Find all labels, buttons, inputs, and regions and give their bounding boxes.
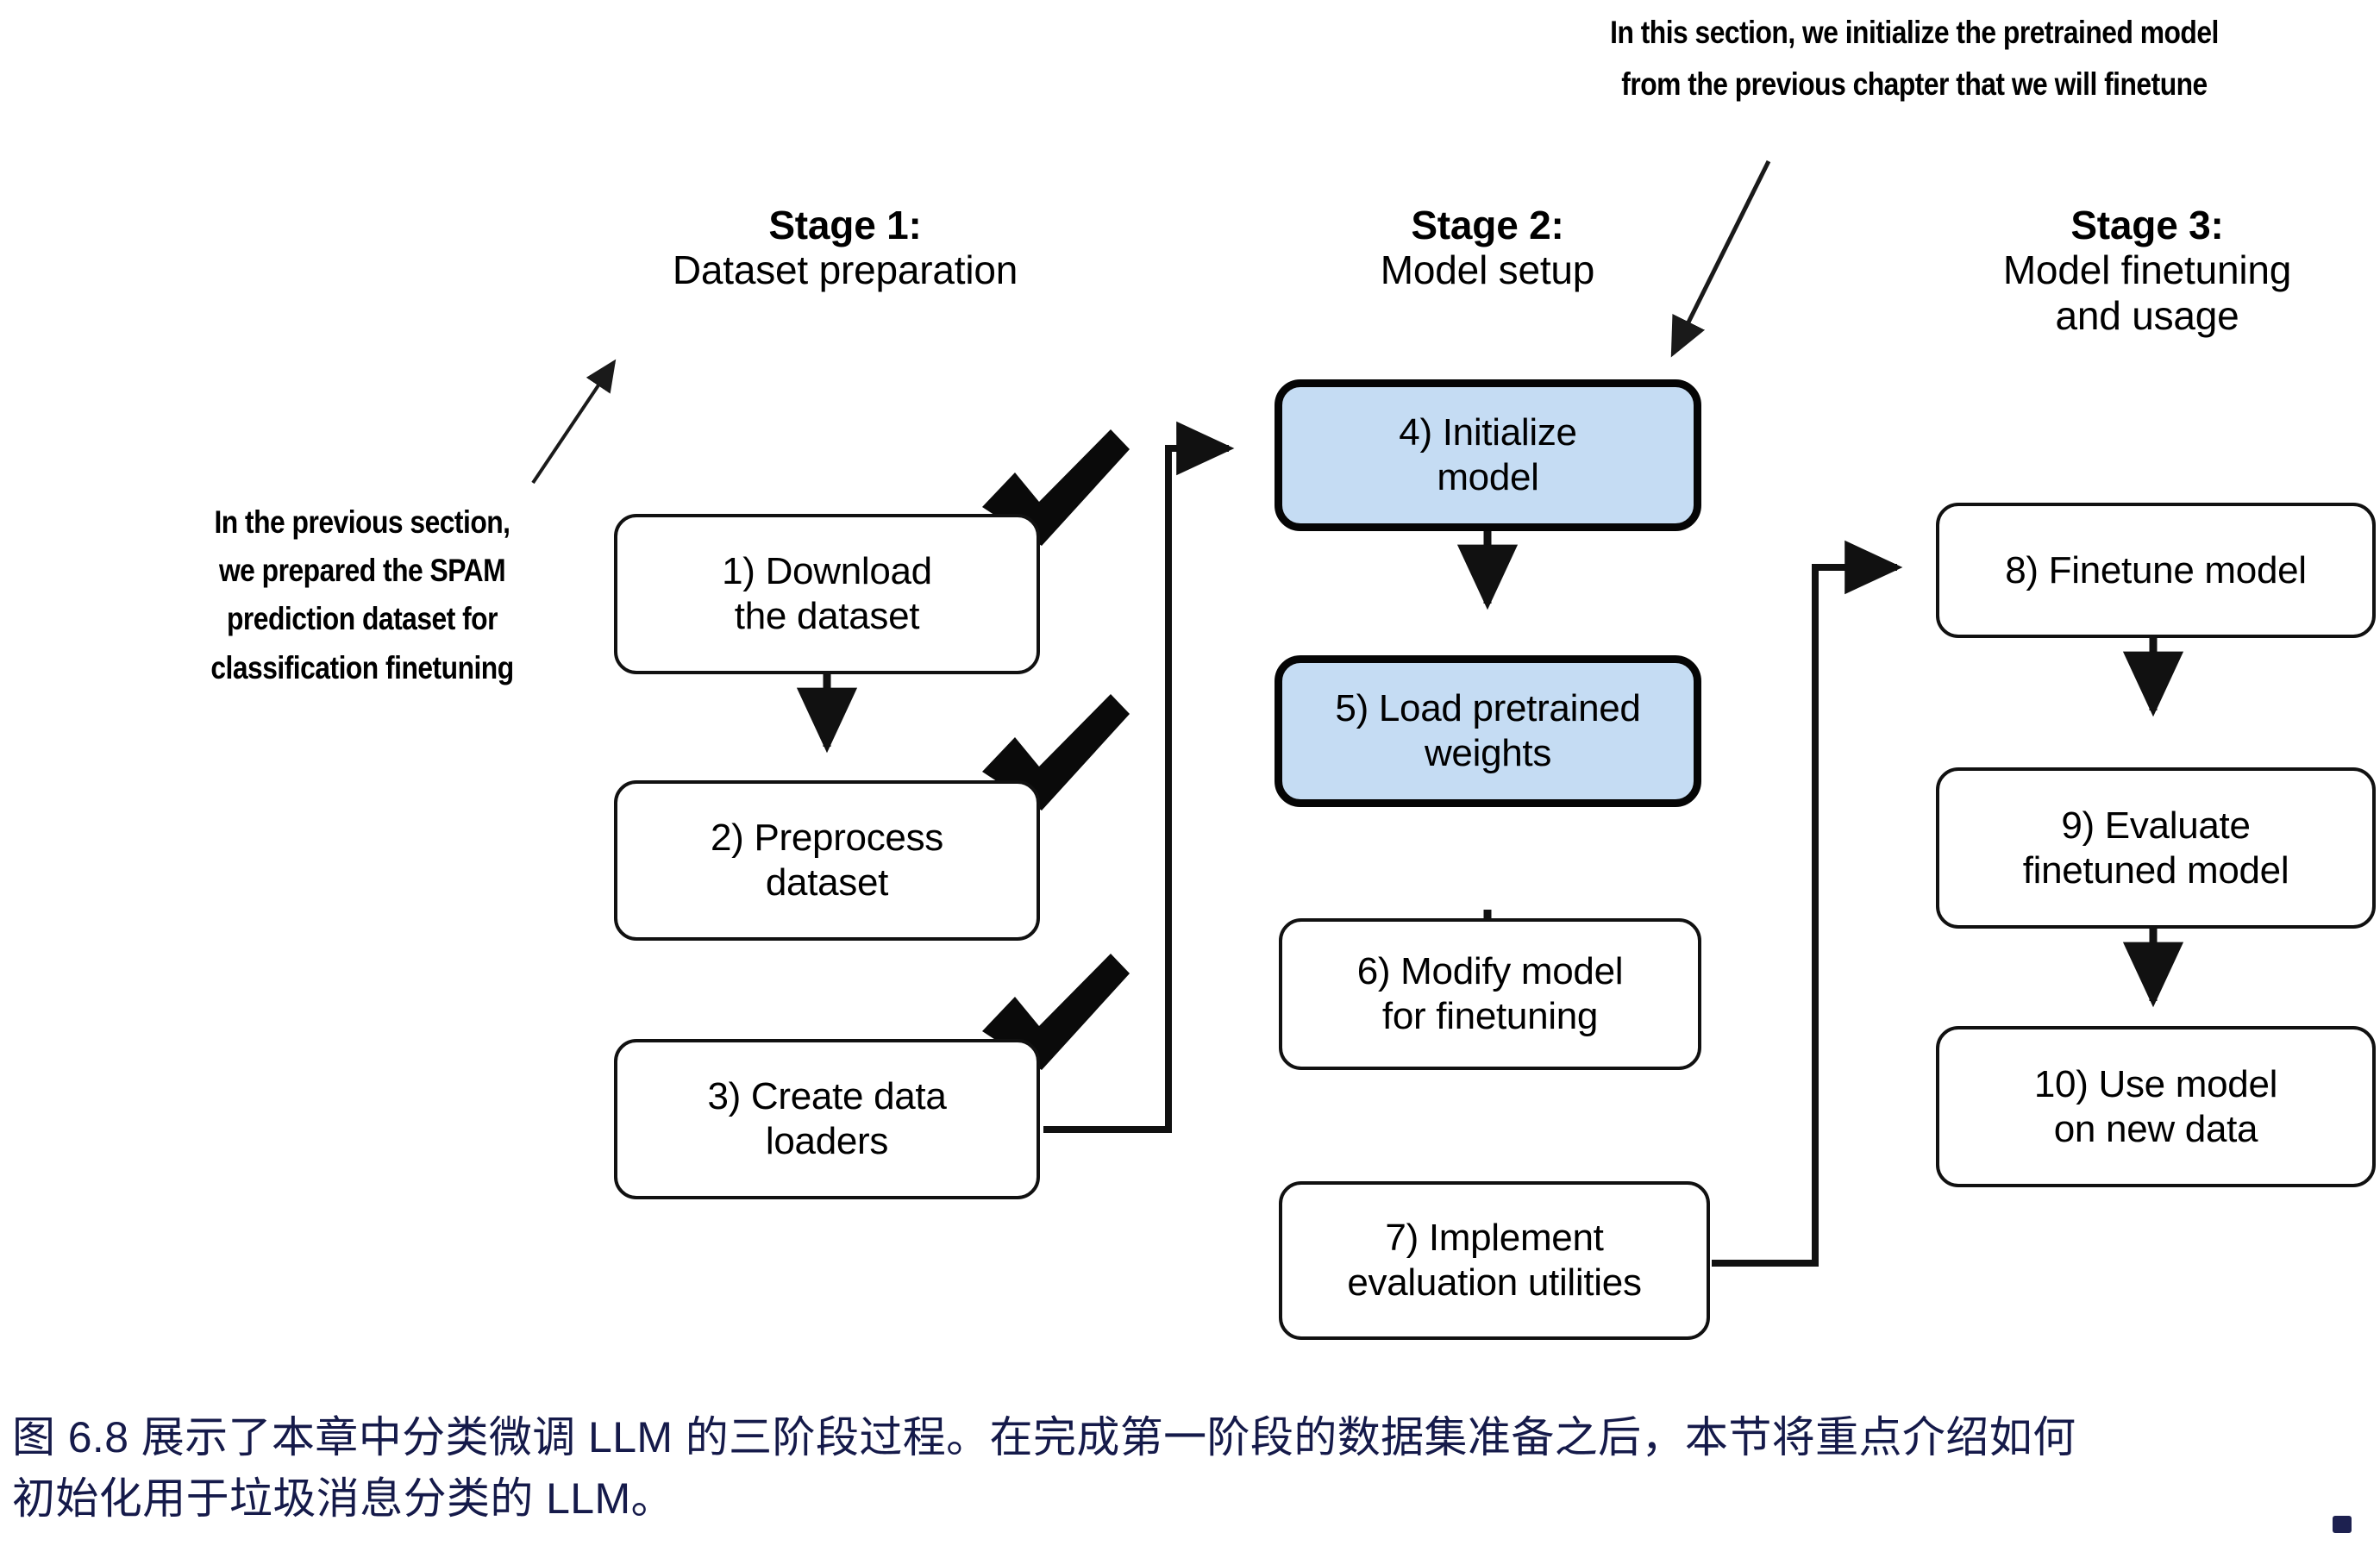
step-box-5[interactable]: 5) Load pretrained weights (1275, 655, 1701, 807)
annotation-note-left: In the previous section, we prepared the… (210, 504, 514, 685)
step-box-8[interactable]: 8) Finetune model (1936, 503, 2376, 638)
step-box-9[interactable]: 9) Evaluate finetuned model (1936, 767, 2376, 929)
step-box-10[interactable]: 10) Use model on new data (1936, 1026, 2376, 1187)
stage-1-subtitle: Dataset preparation (672, 247, 1018, 293)
annotation-arrow-left (531, 359, 617, 485)
step-box-7[interactable]: 7) Implement evaluation utilities (1279, 1181, 1710, 1340)
arrow-step7-to-step8 (1712, 540, 1903, 1267)
stage-2-title: Stage 2: (1411, 203, 1564, 247)
stage-1-header: Stage 1: Dataset preparation (569, 203, 1121, 293)
step-box-1[interactable]: 1) Download the dataset (614, 514, 1040, 674)
step-box-6[interactable]: 6) Modify model for finetuning (1279, 918, 1701, 1070)
caption-marker-dot (2333, 1516, 2352, 1533)
caption-line-2: 初始化用于垃圾消息分类的 LLM。 (12, 1474, 674, 1523)
annotation-note-top: In this section, we initialize the pretr… (1610, 15, 2219, 102)
stage-1-title: Stage 1: (768, 203, 922, 247)
step-box-3-label: 3) Create data loaders (707, 1075, 947, 1162)
arrow-step3-to-step4 (1043, 421, 1235, 1133)
step-box-9-label: 9) Evaluate finetuned model (2022, 804, 2289, 892)
caption-line-1: 图 6.8 展示了本章中分类微调 LLM 的三阶段过程。在完成第一阶段的数据集准… (12, 1413, 2076, 1461)
step-box-3[interactable]: 3) Create data loaders (614, 1039, 1040, 1199)
step-box-7-label: 7) Implement evaluation utilities (1347, 1217, 1642, 1304)
step-box-10-label: 10) Use model on new data (2033, 1062, 2278, 1150)
stage-2-header: Stage 2: Model setup (1246, 203, 1729, 293)
figure-caption: 图 6.8 展示了本章中分类微调 LLM 的三阶段过程。在完成第一阶段的数据集准… (12, 1407, 2375, 1530)
step-box-6-label: 6) Modify model for finetuning (1356, 950, 1624, 1037)
step-box-4-label: 4) Initialize model (1399, 411, 1577, 498)
stage-3-subtitle: Model finetuning and usage (2002, 247, 2292, 338)
step-box-2[interactable]: 2) Preprocess dataset (614, 780, 1040, 941)
step-box-1-label: 1) Download the dataset (722, 550, 932, 637)
step-box-5-label: 5) Load pretrained weights (1335, 687, 1641, 774)
stage-2-subtitle: Model setup (1380, 247, 1595, 293)
stage-3-title: Stage 3: (2070, 203, 2224, 247)
step-box-8-label: 8) Finetune model (2005, 548, 2307, 591)
stage-3-header: Stage 3: Model finetuning and usage (1906, 203, 2380, 338)
step-box-4[interactable]: 4) Initialize model (1275, 379, 1701, 531)
step-box-2-label: 2) Preprocess dataset (711, 817, 943, 904)
